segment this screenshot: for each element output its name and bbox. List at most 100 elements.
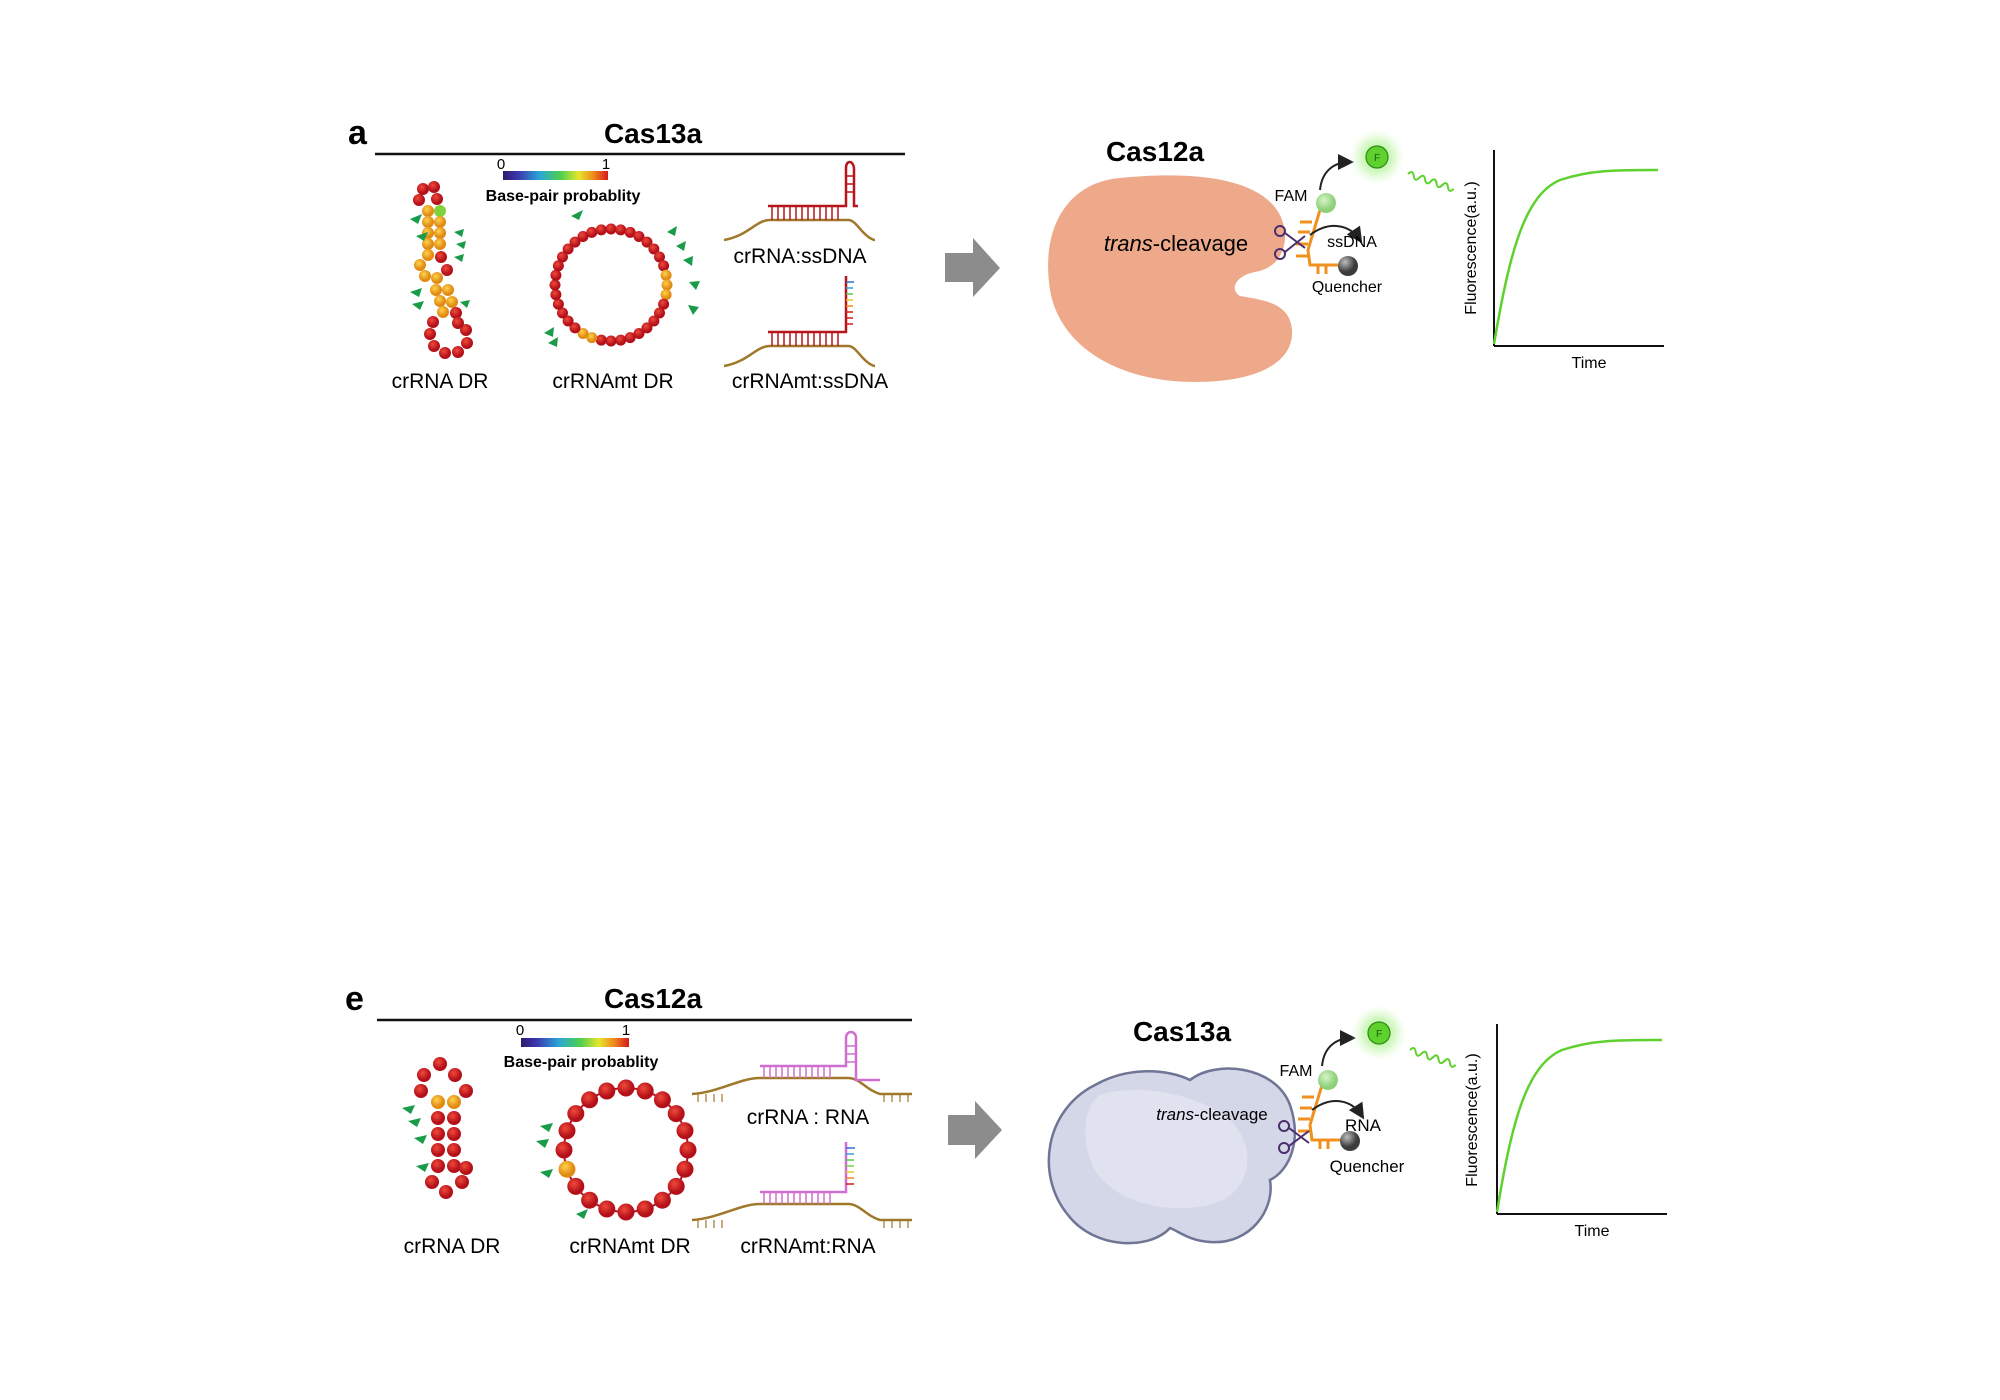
nucleotide — [641, 322, 653, 334]
nucleotide — [658, 298, 670, 310]
nucleotide — [569, 236, 581, 248]
right-arrow-icon — [948, 1101, 1002, 1159]
panel-e-plot: Fluorescence(a.u.) Time — [1464, 1024, 1667, 1240]
quencher-icon — [1338, 256, 1358, 276]
scissors-icon — [1274, 225, 1306, 260]
nucleotide — [586, 332, 598, 344]
panel-a-crrnamt-dr-label: crRNAmt DR — [552, 370, 673, 393]
nucleotide — [555, 1141, 573, 1159]
nucleotide — [636, 1082, 654, 1100]
panel-e-crrna-dr-structure — [402, 1057, 473, 1199]
panel-a-plot: Fluorescence(a.u.) Time — [1463, 150, 1664, 372]
colorbar-min-label: 0 — [497, 156, 505, 173]
right-arrow-icon — [945, 238, 1000, 297]
colorbar-max-label: 1 — [602, 156, 610, 173]
colorbar-min-label: 0 — [516, 1022, 524, 1039]
nucleotide — [636, 1200, 654, 1218]
nucleotide — [667, 1105, 685, 1123]
panel-a-cleavage-label: trans-cleavage — [1104, 231, 1248, 256]
nucleotide — [654, 251, 665, 263]
panel-a-quencher-label: Quencher — [1312, 279, 1383, 296]
nucleotide — [581, 1191, 599, 1209]
nucleotide — [633, 231, 645, 242]
panel-a-crrna-dr-structure — [410, 181, 473, 359]
panel-e-fluor-letter: F — [1376, 1029, 1382, 1040]
panel-e-duplex-top-label: crRNA : RNA — [747, 1106, 870, 1129]
fam-fluorophore-icon — [1318, 1070, 1338, 1090]
plot-ylabel: Fluorescence(a.u.) — [1463, 181, 1480, 314]
nucleotide — [567, 1177, 585, 1195]
nucleotide — [550, 269, 562, 281]
nucleotide — [595, 334, 607, 346]
fam-fluorophore-icon — [1316, 193, 1336, 213]
nucleotide — [617, 1203, 635, 1221]
panel-e-duplex-top — [691, 1030, 912, 1102]
nucleotide — [550, 289, 562, 301]
nucleotide — [648, 315, 660, 327]
panel-a-duplex-top — [723, 160, 876, 242]
panel-e-letter: e — [345, 980, 364, 1018]
fluorophore-icon — [1367, 1021, 1391, 1045]
panel-e-header: Cas12a — [604, 983, 703, 1014]
nucleotide — [661, 279, 673, 291]
nucleotide — [557, 307, 568, 319]
nucleotide — [624, 226, 636, 238]
nucleotide — [658, 260, 670, 272]
nucleotide — [679, 1141, 697, 1159]
nucleotide — [569, 322, 581, 334]
panel-a-duplex-bottom — [723, 276, 876, 368]
nucleotide — [598, 1082, 616, 1100]
nucleotide — [605, 335, 617, 347]
panel-e-crrna-dr-label: crRNA DR — [404, 1235, 501, 1258]
panel-a-crrna-dr-label: crRNA DR — [392, 370, 489, 393]
plot-xlabel: Time — [1575, 1223, 1610, 1240]
panel-a-enzyme-body — [1048, 175, 1293, 382]
colorbar-caption: Base-pair probablity — [504, 1054, 659, 1071]
nucleotide — [615, 224, 627, 236]
nucleotide — [577, 328, 589, 339]
scissors-icon — [1278, 1120, 1310, 1154]
panel-a-duplex-bottom-label: crRNAmt:ssDNA — [732, 370, 888, 393]
nucleotide — [676, 1122, 694, 1140]
nucleotide — [633, 328, 645, 339]
nucleotide — [617, 1079, 635, 1097]
nucleotide — [581, 1091, 599, 1109]
nucleotide — [667, 1177, 685, 1195]
nucleotide — [615, 334, 627, 346]
colorbar-caption: Base-pair probablity — [486, 188, 641, 205]
nucleotide — [558, 1122, 576, 1140]
emission-wave-icon — [1407, 171, 1455, 192]
panel-a-letter: a — [348, 114, 368, 152]
nucleotide — [558, 1160, 576, 1178]
panel-e-crrnamt-dr-label: crRNAmt DR — [569, 1235, 690, 1258]
nucleotide — [577, 231, 589, 242]
nucleotide — [562, 315, 574, 327]
nucleotide — [641, 236, 653, 248]
nucleotide — [567, 1105, 585, 1123]
plot-ylabel: Fluorescence(a.u.) — [1464, 1053, 1481, 1186]
panel-e-enzyme-highlight — [1085, 1089, 1248, 1209]
nucleotide — [605, 223, 617, 235]
panel-e-fam-label: FAM — [1280, 1063, 1313, 1080]
panel-a-header: Cas13a — [604, 118, 703, 149]
panel-a: a Cas13a 0 1 Base-pair probablity — [348, 114, 1664, 393]
panel-a-crrnamt-dr-structure — [544, 210, 700, 347]
plot-curve — [1492, 168, 1659, 345]
panel-a-enzyme-name: Cas12a — [1106, 136, 1205, 167]
nucleotide — [557, 251, 568, 263]
nucleotide — [562, 243, 574, 255]
panel-e-reporter: FAM RNA Quencher F — [1278, 1005, 1457, 1176]
plot-xlabel: Time — [1572, 355, 1607, 372]
panel-e-substrate-label: RNA — [1345, 1116, 1382, 1135]
panel-e-crrnamt-dr-structure — [536, 1079, 697, 1221]
plot-curve — [1495, 1038, 1663, 1213]
nucleotide — [586, 226, 598, 238]
nucleotide — [653, 1091, 671, 1109]
panel-e-colorbar: 0 1 Base-pair probablity — [504, 1022, 659, 1071]
quencher-icon — [1340, 1131, 1360, 1151]
panel-a-fluor-letter: F — [1374, 153, 1380, 164]
nucleotide — [648, 243, 660, 255]
panel-a-duplex-top-label: crRNA:ssDNA — [733, 245, 866, 268]
panel-a-substrate-label: ssDNA — [1327, 234, 1377, 251]
panel-e-duplex-bottom-label: crRNAmt:RNA — [740, 1235, 875, 1258]
